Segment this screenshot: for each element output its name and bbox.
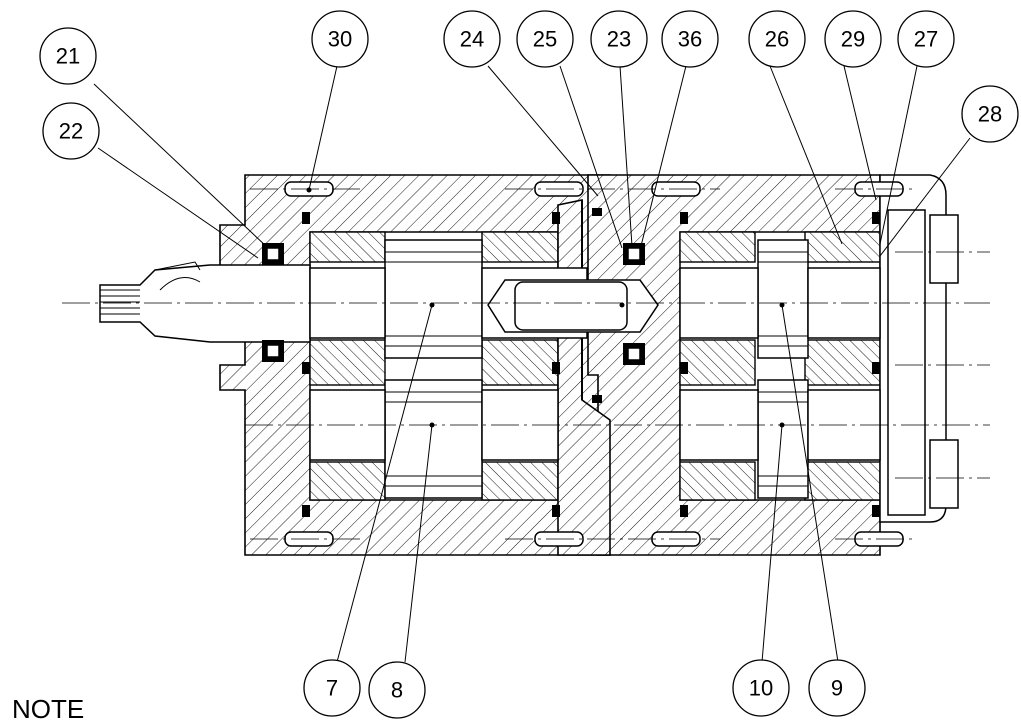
- svg-text:8: 8: [391, 678, 403, 703]
- leader-dots: [306, 187, 785, 428]
- right-bearing-bushings: [679, 231, 881, 501]
- end-cover: [879, 174, 959, 523]
- left-bearing-bushings: [309, 231, 559, 501]
- svg-text:22: 22: [59, 119, 83, 144]
- part-balloons: 21 22 30 24 25 23 36 26 29 27 28 7 8 10 …: [39, 10, 1019, 719]
- note-label: NOTE: [12, 694, 85, 724]
- svg-text:23: 23: [607, 27, 631, 52]
- svg-text:29: 29: [841, 27, 865, 52]
- balloon-28: 28: [961, 85, 1019, 143]
- svg-text:21: 21: [56, 44, 80, 69]
- balloon-22: 22: [42, 102, 100, 160]
- balloon-9: 9: [808, 659, 866, 717]
- svg-text:27: 27: [914, 27, 938, 52]
- o-rings: [302, 208, 880, 517]
- lip-seals: [262, 243, 645, 365]
- svg-text:28: 28: [978, 102, 1002, 127]
- balloon-7: 7: [303, 659, 361, 717]
- center-lines: [62, 188, 990, 540]
- svg-text:9: 9: [831, 676, 843, 701]
- balloon-26: 26: [748, 10, 806, 68]
- balloon-21: 21: [39, 27, 97, 85]
- gears: [384, 239, 809, 499]
- balloon-10: 10: [732, 659, 790, 717]
- svg-text:7: 7: [326, 676, 338, 701]
- leader-lines: [93, 65, 971, 663]
- balloon-25: 25: [516, 10, 574, 68]
- balloon-29: 29: [824, 10, 882, 68]
- balloon-36: 36: [661, 10, 719, 68]
- svg-text:26: 26: [765, 27, 789, 52]
- svg-text:36: 36: [678, 27, 702, 52]
- svg-text:24: 24: [460, 27, 484, 52]
- balloon-24: 24: [443, 10, 501, 68]
- balloon-30: 30: [311, 10, 369, 68]
- balloon-23: 23: [590, 10, 648, 68]
- svg-text:25: 25: [533, 27, 557, 52]
- svg-text:30: 30: [328, 27, 352, 52]
- balloon-27: 27: [897, 10, 955, 68]
- coupling: [487, 279, 659, 333]
- svg-text:10: 10: [749, 676, 773, 701]
- balloon-8: 8: [368, 661, 426, 719]
